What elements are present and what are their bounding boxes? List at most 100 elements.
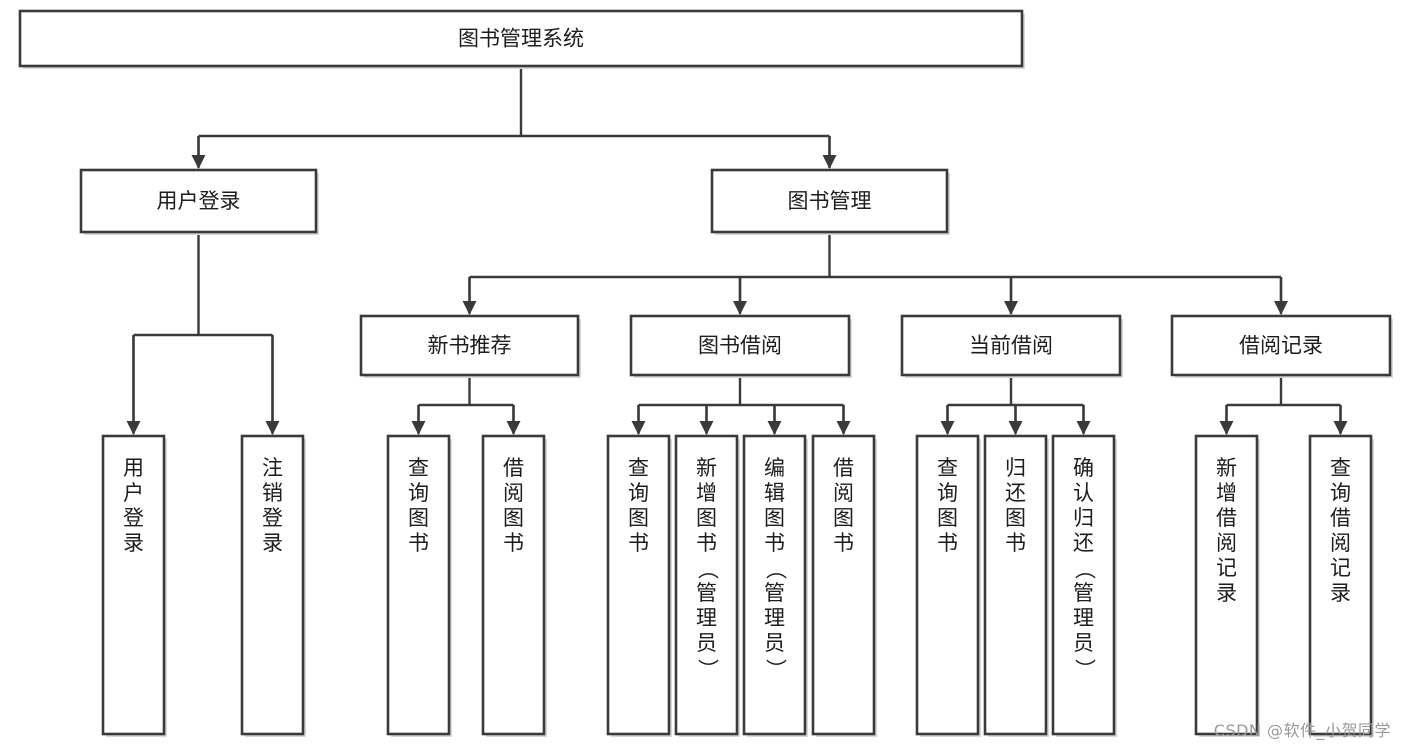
arrow-head-icon [462, 301, 477, 315]
arrow-head-icon [1274, 301, 1288, 315]
node-label-char: 书 [628, 531, 649, 555]
node-label-char: 书 [937, 531, 958, 555]
node-label-char: 查 [937, 456, 958, 480]
node-box [674, 434, 739, 736]
arrow-head-icon [940, 421, 955, 435]
arrow-head-icon [1076, 421, 1091, 435]
edge-group-current-borrow [940, 375, 1091, 435]
node-box [742, 434, 807, 736]
node-box [710, 168, 949, 234]
edge-group-borrow-record [1219, 375, 1348, 435]
node-box [386, 434, 451, 736]
node-label-char: 员 [764, 631, 785, 655]
node-label-char: 图 [696, 506, 717, 530]
node-label-char: 借 [833, 456, 854, 480]
node-label-char: 理 [1073, 606, 1094, 630]
node-label-char: 书 [408, 531, 429, 555]
node-box [1194, 434, 1259, 736]
arrow-head-icon [1004, 301, 1018, 315]
node-box [915, 434, 980, 736]
node-label-char: 归 [1073, 506, 1094, 530]
node-label-char: 确 [1073, 456, 1094, 480]
node-label-char: 还 [1073, 531, 1094, 555]
node-label-char: 询 [408, 481, 429, 505]
edge-group-book-borrow [631, 375, 851, 435]
node-label-char: 注 [262, 456, 283, 480]
node-label: 新书推荐 [428, 334, 512, 358]
node-label-char: 询 [1330, 481, 1351, 505]
node-label-char: 阅 [1216, 531, 1237, 555]
node-user-login: 用户登录 [79, 168, 319, 235]
node-label-char: 书 [833, 531, 854, 555]
node-boxes: 图书管理系统用户登录图书管理新书推荐图书借阅当前借阅借阅记录用户登录注销登录查询… [18, 9, 1393, 737]
node-label-char: 录 [262, 531, 283, 555]
arrow-head-icon [631, 421, 646, 435]
arrow-head-icon [191, 155, 206, 169]
node-label-char: 理 [764, 606, 785, 630]
node-label-char: 书 [696, 531, 717, 555]
node-box [1051, 434, 1116, 736]
node-box [18, 9, 1024, 68]
node-box [983, 434, 1048, 736]
node-label-char: ） [764, 659, 788, 680]
node-box [359, 314, 580, 377]
node-book-borrow: 图书借阅 [629, 314, 852, 378]
node-label-char: （ [764, 559, 788, 580]
node-label-char: 图 [833, 506, 854, 530]
node-box [629, 314, 851, 377]
node-label-char: 登 [123, 506, 144, 530]
node-box [240, 434, 305, 736]
node-leaf-user-login: 用户登录 [101, 434, 167, 737]
node-box [79, 168, 318, 234]
node-box [101, 434, 166, 736]
node-label-char: 借 [1330, 506, 1351, 530]
node-label-char: 阅 [833, 481, 854, 505]
node-label: 图书借阅 [698, 334, 782, 358]
arrow-head-icon [1008, 421, 1023, 435]
edge-group-book-management [462, 232, 1288, 315]
node-label-char: 书 [764, 531, 785, 555]
node-label-char: 增 [696, 481, 717, 505]
node-label-char: 户 [123, 481, 144, 505]
arrow-head-icon [733, 301, 747, 315]
node-label-char: 销 [262, 481, 283, 505]
node-label-char: ） [1073, 659, 1097, 680]
node-label-char: 记 [1216, 556, 1237, 580]
node-label-char: 查 [1330, 456, 1351, 480]
node-label-char: 查 [628, 456, 649, 480]
arrow-head-icon [822, 155, 837, 169]
node-box [481, 434, 546, 736]
node-label-char: 图 [628, 506, 649, 530]
node-box [811, 434, 876, 736]
node-label: 图书管理系统 [458, 27, 584, 51]
node-label-char: 认 [1073, 481, 1094, 505]
arrow-head-icon [1333, 421, 1348, 435]
node-label-char: 书 [1005, 531, 1026, 555]
node-label-char: 阅 [1330, 531, 1351, 555]
node-label-char: 理 [696, 606, 717, 630]
arrow-head-icon [699, 421, 714, 435]
node-label-char: 新 [696, 456, 717, 480]
node-label-char: 录 [1216, 581, 1237, 605]
node-borrow-record: 借阅记录 [1170, 314, 1393, 378]
node-label-char: 询 [937, 481, 958, 505]
edge-group-user-login [126, 232, 280, 435]
node-label-char: 登 [262, 506, 283, 530]
node-label: 当前借阅 [969, 334, 1053, 358]
node-label-char: 辑 [764, 481, 785, 505]
node-label-char: 管 [696, 581, 717, 605]
node-label-char: 管 [764, 581, 785, 605]
node-label-char: 查 [408, 456, 429, 480]
arrow-head-icon [767, 421, 782, 435]
node-box [1170, 314, 1392, 377]
arrow-head-icon [126, 421, 141, 435]
node-label-char: （ [1073, 559, 1097, 580]
